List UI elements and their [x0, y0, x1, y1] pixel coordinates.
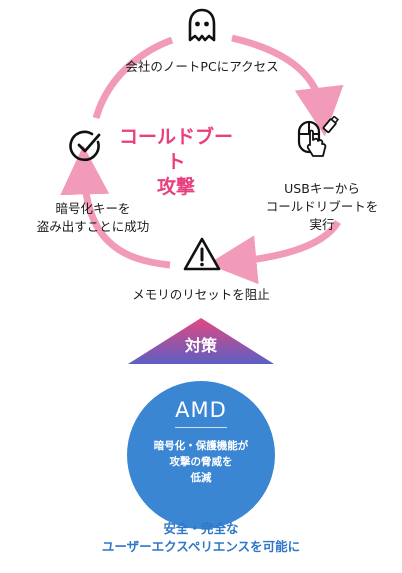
countermeasure-label: 対策: [184, 336, 217, 355]
warning-triangle-icon: [183, 237, 221, 271]
step-steal-key-label: 暗号化キーを 盗み出すことに成功: [18, 200, 168, 236]
checkmark-circle-icon: [69, 130, 101, 162]
result-line-1: 安全・完全な: [163, 521, 239, 536]
title-line-2: 攻撃: [156, 176, 195, 198]
arrow-stealkey-to-access: [92, 36, 174, 120]
step-steal-key-line-2: 盗み出すことに成功: [36, 219, 150, 234]
amd-description-line-3: 低減: [190, 472, 212, 484]
step-block-reset-label: メモリのリセットを阻止: [132, 287, 270, 302]
amd-description-line-2: 攻撃の脅威を: [169, 456, 233, 468]
countermeasure-triangle: [128, 318, 274, 364]
amd-brand: AMD: [175, 398, 227, 422]
amd-circle: [127, 381, 275, 529]
step-cold-boot-line-2: コールドリブートを: [265, 199, 379, 214]
arrow-access-to-coldboot: [231, 34, 344, 137]
result-text: 安全・完全な ユーザーエクスペリエンスを可能に: [0, 520, 402, 556]
diagram-title: コールドブート 攻撃: [118, 125, 234, 200]
amd-description: 暗号化・保護機能が 攻撃の脅威を 低減: [127, 438, 275, 486]
ghost-icon: [188, 8, 216, 42]
amd-description-line-1: 暗号化・保護機能が: [153, 440, 249, 452]
title-line-1: コールドブート: [118, 126, 233, 173]
result-line-2: ユーザーエクスペリエンスを可能に: [101, 539, 301, 554]
step-access-label: 会社のノートPCにアクセス: [125, 59, 279, 74]
step-cold-boot-line-1: USBキーから: [284, 181, 360, 196]
step-cold-boot-line-3: 実行: [309, 217, 335, 232]
arrow-coldboot-to-blockreset: [207, 219, 341, 285]
step-cold-boot-label: USBキーから コールドリブートを 実行: [252, 180, 392, 234]
amd-divider: [175, 427, 227, 428]
arrow-blockreset-to-stealkey: [60, 145, 171, 269]
mouse-usb-click-icon: [297, 116, 340, 157]
step-steal-key-line-1: 暗号化キーを: [55, 201, 131, 216]
